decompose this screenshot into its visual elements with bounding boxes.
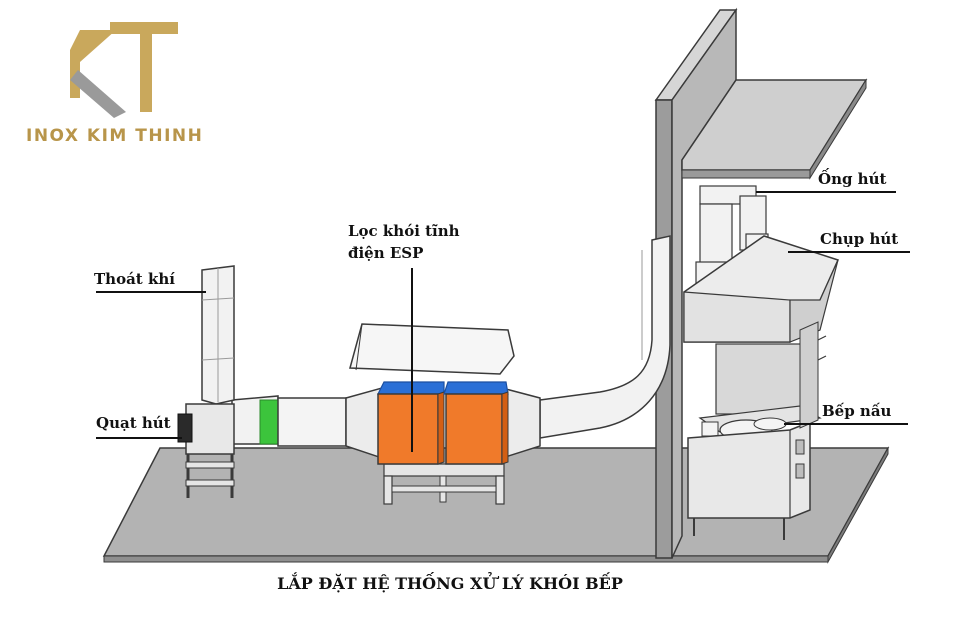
- main-duct-left: [231, 387, 383, 460]
- label-esp-line1: Lọc khói tĩnh: [348, 222, 460, 240]
- label-hood: Chụp hút: [820, 230, 899, 248]
- label-esp-line2: điện ESP: [348, 244, 424, 262]
- esp-filter-unit: [349, 323, 515, 505]
- exhaust-hood: [683, 235, 840, 343]
- esp-module-left: [377, 393, 439, 465]
- label-suction-pipe: Ống hút: [818, 170, 887, 188]
- esp-rain-cover: [349, 323, 515, 375]
- label-stove: Bếp nấu: [822, 402, 892, 420]
- exhaust-stack: [201, 265, 235, 405]
- building-wall: [654, 7, 868, 559]
- return-duct: [539, 235, 671, 439]
- logo-gold-stroke: [70, 30, 116, 98]
- callout-lines: [96, 191, 910, 452]
- logo-gold-t: [110, 22, 178, 112]
- diagram-caption: LẮP ĐẶT HỆ THỐNG XỬ LÝ KHÓI BẾP: [277, 574, 623, 593]
- green-collar: [259, 399, 279, 445]
- brand-name: INOX KIM THINH: [26, 126, 204, 146]
- logo-silver-stroke: [70, 70, 126, 118]
- label-fan: Quạt hút: [96, 414, 171, 432]
- label-exhaust: Thoát khí: [94, 270, 175, 288]
- suction-fan: [177, 403, 235, 498]
- cooking-stove: [687, 321, 827, 540]
- brand-logo-mark: [70, 22, 178, 118]
- fan-motor: [177, 413, 193, 443]
- esp-module-right: [445, 393, 503, 465]
